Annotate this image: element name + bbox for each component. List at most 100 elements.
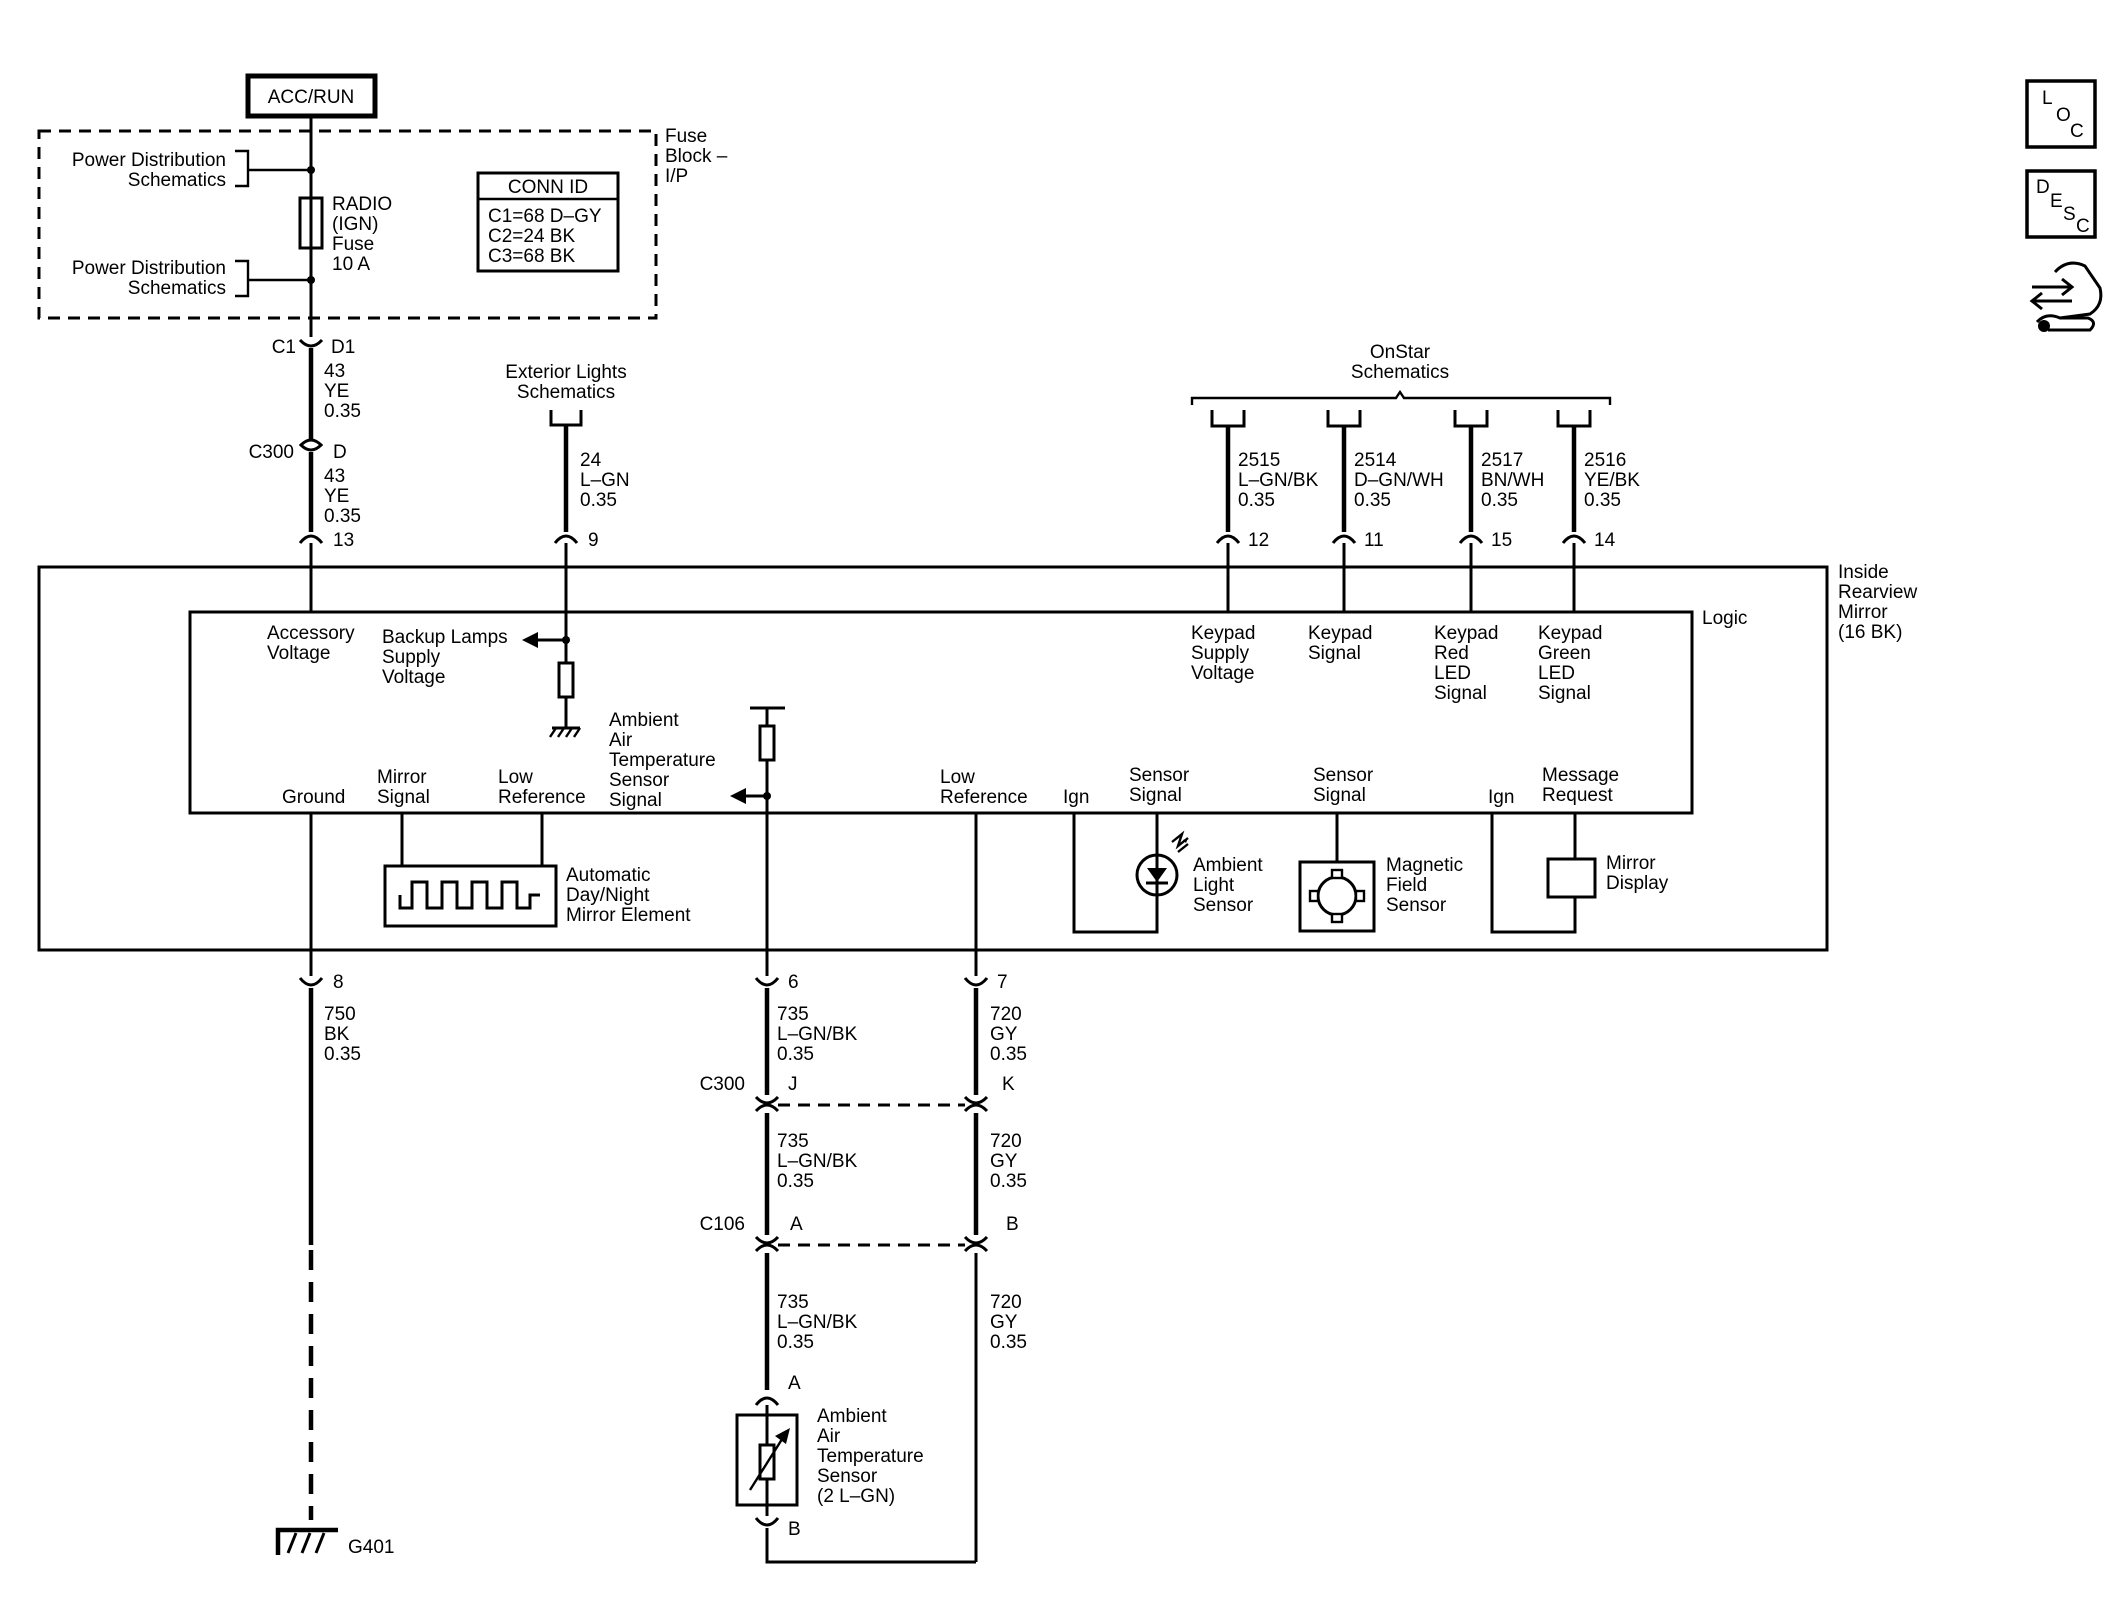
svg-text:0.35: 0.35 xyxy=(324,506,361,527)
label-accessory-voltage: Accessory Voltage xyxy=(267,623,355,664)
svg-text:Schematics: Schematics xyxy=(517,382,615,403)
pin-label: 11 xyxy=(1364,530,1384,551)
svg-text:Fuse: Fuse xyxy=(665,126,707,147)
pin-label: 9 xyxy=(588,530,599,551)
pin-11-terminal xyxy=(1331,534,1357,544)
svg-text:Signal: Signal xyxy=(1129,785,1182,806)
svg-text:Mirror: Mirror xyxy=(1838,602,1888,623)
svg-text:Sensor: Sensor xyxy=(1129,765,1190,786)
conn-id-row: C3=68 BK xyxy=(488,246,575,267)
label-low-reference-1: Low Reference xyxy=(498,767,586,808)
exterior-lights-reference[interactable]: Exterior Lights Schematics xyxy=(505,362,627,427)
wire-label-735-a: 735 L–GN/BK 0.35 xyxy=(777,1004,858,1065)
connector-pin-label: B xyxy=(1006,1214,1019,1235)
svg-text:Schematics: Schematics xyxy=(128,278,226,299)
svg-text:Reference: Reference xyxy=(940,787,1028,808)
svg-text:Backup Lamps: Backup Lamps xyxy=(382,627,508,648)
svg-text:Low: Low xyxy=(498,767,533,788)
label-magnetic-field-sensor: Magnetic Field Sensor xyxy=(1386,855,1463,916)
pin-15-terminal xyxy=(1458,534,1484,544)
svg-text:Signal: Signal xyxy=(377,787,430,808)
pin-label: 13 xyxy=(333,530,354,551)
svg-text:Sensor: Sensor xyxy=(1313,765,1374,786)
connector-pin-label: A xyxy=(790,1214,803,1235)
svg-text:0.35: 0.35 xyxy=(777,1044,814,1065)
svg-text:750: 750 xyxy=(324,1004,356,1025)
wire-label-720-a: 720 GY 0.35 xyxy=(990,1004,1027,1065)
svg-text:2516: 2516 xyxy=(1584,450,1626,471)
wire-label-2516: 2516 YE/BK 0.35 xyxy=(1584,450,1640,511)
svg-text:Sensor: Sensor xyxy=(817,1466,878,1487)
svg-text:YE/BK: YE/BK xyxy=(1584,470,1640,491)
svg-text:Automatic: Automatic xyxy=(566,865,650,886)
logic-block xyxy=(188,610,1694,815)
label-keypad-green-led: Keypad Green LED Signal xyxy=(1538,623,1602,704)
svg-text:Light: Light xyxy=(1193,875,1235,896)
svg-text:L–GN: L–GN xyxy=(580,470,630,491)
label-low-reference-2: Low Reference xyxy=(940,767,1028,808)
svg-text:Ambient: Ambient xyxy=(609,710,679,731)
connector-label: C106 xyxy=(700,1214,745,1235)
connector-pin-label: B xyxy=(788,1519,801,1540)
wire-label-2515: 2515 L–GN/BK 0.35 xyxy=(1238,450,1319,511)
power-distribution-reference-1[interactable]: Power Distribution Schematics xyxy=(72,149,315,191)
connector-pin-label: D1 xyxy=(331,337,355,358)
pin-12-terminal xyxy=(1215,534,1241,544)
description-icon[interactable]: D E S C xyxy=(2025,169,2097,239)
svg-text:L–GN/BK: L–GN/BK xyxy=(777,1024,858,1045)
wire-label-735-c: 735 L–GN/BK 0.35 xyxy=(777,1292,858,1353)
wire-label-2517: 2517 BN/WH 0.35 xyxy=(1481,450,1544,511)
wire-label-24: 24 L–GN 0.35 xyxy=(580,450,630,511)
connector-label: C300 xyxy=(249,442,294,463)
pin-14-terminal xyxy=(1561,534,1587,544)
svg-text:Signal: Signal xyxy=(1538,683,1591,704)
svg-text:Voltage: Voltage xyxy=(267,643,330,664)
svg-text:(IGN): (IGN) xyxy=(332,214,378,235)
svg-text:GY: GY xyxy=(990,1024,1018,1045)
svg-text:Air: Air xyxy=(817,1426,841,1447)
mirror-display xyxy=(1490,813,1597,934)
inside-rearview-mirror-module xyxy=(37,565,1829,952)
power-distribution-reference-2[interactable]: Power Distribution Schematics xyxy=(72,258,315,299)
svg-text:Keypad: Keypad xyxy=(1308,623,1372,644)
label-ambient-temp-sensor-signal: Ambient Air Temperature Sensor Signal xyxy=(609,710,716,811)
wire-label-735-b: 735 L–GN/BK 0.35 xyxy=(777,1131,858,1192)
location-icon[interactable]: L O C xyxy=(2025,79,2097,149)
heater-element-icon xyxy=(398,880,540,910)
connector-hand-icon[interactable] xyxy=(2029,261,2103,332)
connector-c300-d-top xyxy=(298,438,324,448)
radio-fuse-label: RADIO (IGN) Fuse 10 A xyxy=(332,194,392,275)
svg-text:Green: Green xyxy=(1538,643,1591,664)
svg-text:RADIO: RADIO xyxy=(332,194,392,215)
svg-text:S: S xyxy=(2063,204,2076,225)
svg-text:OnStar: OnStar xyxy=(1370,342,1431,363)
svg-text:Accessory: Accessory xyxy=(267,623,355,644)
fuse-block-label: Fuse Block – I/P xyxy=(665,126,728,187)
svg-text:0.35: 0.35 xyxy=(324,1044,361,1065)
arrow-left-icon xyxy=(522,632,538,648)
conn-id-title: CONN ID xyxy=(508,177,588,198)
svg-text:L–GN/BK: L–GN/BK xyxy=(777,1312,858,1333)
acc-run-label: ACC/RUN xyxy=(268,87,355,108)
label-keypad-supply-voltage: Keypad Supply Voltage xyxy=(1191,623,1255,684)
connector-c106-a-b xyxy=(754,1235,989,1253)
svg-text:Keypad: Keypad xyxy=(1191,623,1255,644)
svg-text:Schematics: Schematics xyxy=(128,170,226,191)
label-ground: Ground xyxy=(282,787,345,808)
wire-label-2514: 2514 D–GN/WH 0.35 xyxy=(1354,450,1444,511)
svg-text:(2 L–GN): (2 L–GN) xyxy=(817,1486,895,1507)
svg-text:Signal: Signal xyxy=(609,790,662,811)
svg-text:Ambient: Ambient xyxy=(817,1406,887,1427)
svg-text:Mirror: Mirror xyxy=(377,767,427,788)
onstar-reference[interactable]: OnStar Schematics xyxy=(1190,342,1612,405)
svg-text:Message: Message xyxy=(1542,765,1619,786)
svg-text:Red: Red xyxy=(1434,643,1469,664)
pin-13-terminal xyxy=(298,534,324,544)
svg-text:Signal: Signal xyxy=(1313,785,1366,806)
svg-text:0.35: 0.35 xyxy=(1481,490,1518,511)
wire-label-720-c: 720 GY 0.35 xyxy=(990,1292,1027,1353)
svg-text:BN/WH: BN/WH xyxy=(1481,470,1544,491)
svg-text:I/P: I/P xyxy=(665,166,688,187)
onstar-connectors xyxy=(1210,410,1592,428)
connector-c1-d1 xyxy=(298,338,324,348)
